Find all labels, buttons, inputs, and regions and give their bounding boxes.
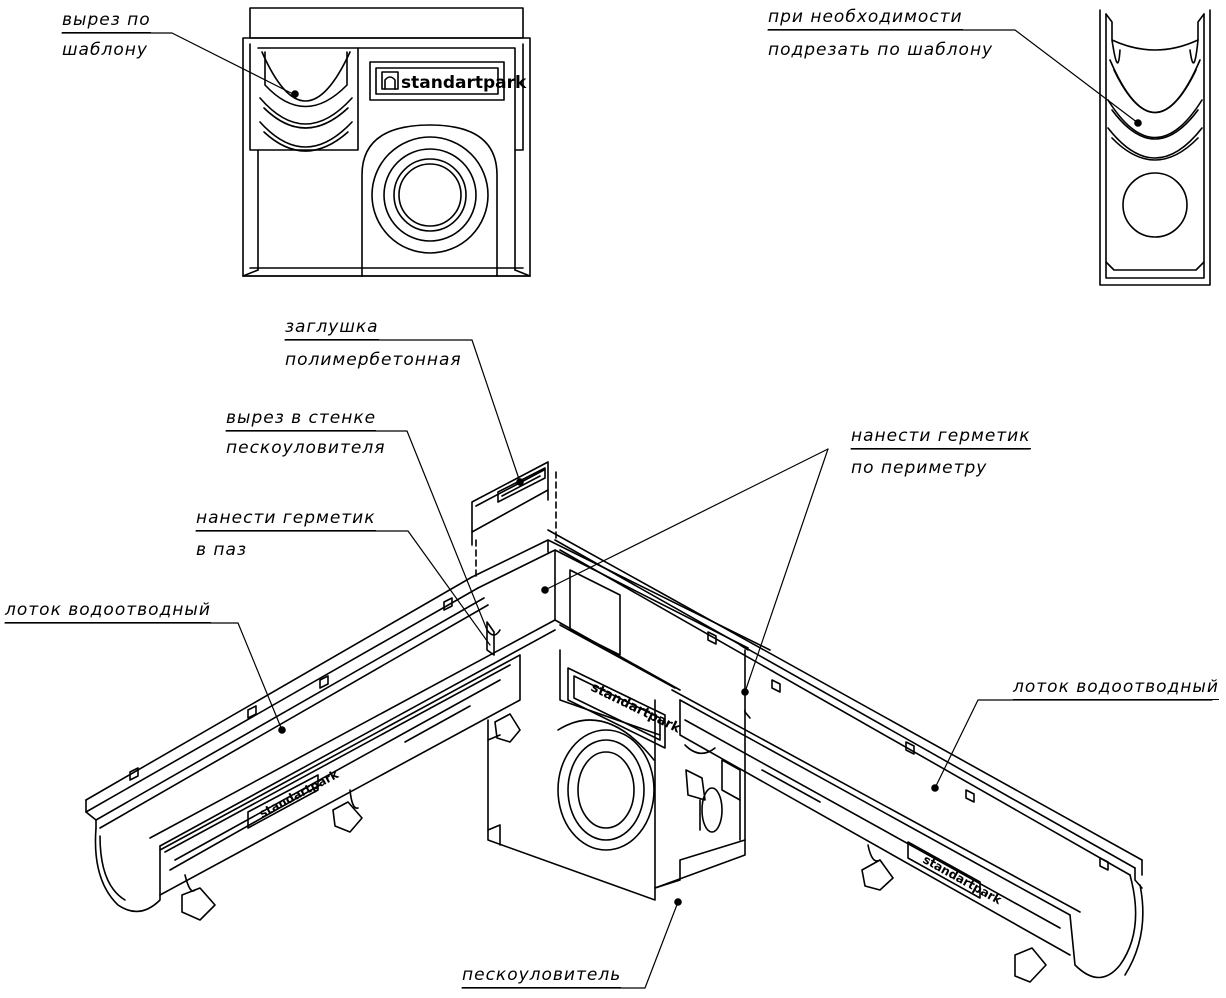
label-wall-cutout-line2: пескоуловителя [226,438,386,458]
label-channel-right: лоток водоотводный [1013,679,1219,700]
label-sealant-groove-line1: нанести герметик [196,510,376,531]
sand-trap-iso: standartpark [471,539,771,906]
right-channel: standartpark [547,529,1144,983]
label-trim-if-needed-line1: при необходимости [768,9,963,30]
label-end-cap-line1: заглушка [285,319,379,340]
label-trim-if-needed-line2: подрезать по шаблону [768,40,994,60]
logo-text-top: standartpark [401,73,527,93]
label-end-cap-line2: полимербетонная [285,350,462,370]
logo-text-right-channel: standartpark [921,852,1005,907]
leader-lines [4,29,1213,989]
sand-trap-side-view [1099,9,1211,286]
label-cut-by-template-line1: вырез по [62,12,151,33]
label-sealant-perimeter-line1: нанести герметик [851,428,1031,449]
label-sand-trap: пескоуловитель [462,967,622,988]
sand-trap-front-view: standartpark [242,7,531,277]
label-cut-by-template-line2: шаблону [62,40,148,60]
label-channel-left: лоток водоотводный [5,602,211,623]
end-cap [471,461,557,656]
label-sealant-perimeter-line2: по периметру [851,458,988,478]
label-wall-cutout-line1: вырез в стенке [226,410,377,431]
label-sealant-groove-line2: в паз [196,540,247,560]
left-channel: standartpark [85,576,556,921]
